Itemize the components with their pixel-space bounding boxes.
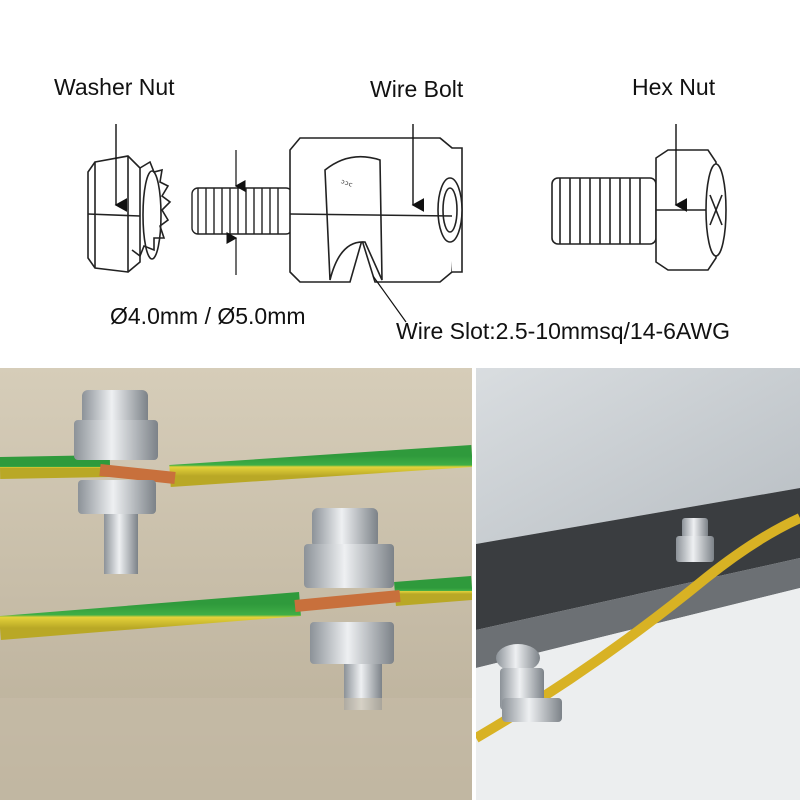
wire-bolt-label: Wire Bolt [370, 76, 464, 102]
diameter-label: Ø4.0mm / Ø5.0mm [110, 303, 306, 329]
hex-nut-drawing [551, 149, 727, 271]
wire-slot-pointer [372, 275, 407, 323]
wire-bolt-drawing: ᵓᵓᶜ [289, 137, 463, 283]
bolt-thread-drawing [191, 187, 293, 235]
svg-text:ᵓᵓᶜ: ᵓᵓᶜ [338, 177, 354, 193]
washer-nut-label: Washer Nut [54, 74, 175, 100]
hex-nut-label: Hex Nut [632, 74, 716, 100]
product-photo-wires [0, 368, 472, 800]
diagram-drawing: ᵓᵓᶜ [87, 124, 727, 323]
washer-nut-drawing [87, 155, 172, 273]
product-photo-panel [476, 368, 800, 800]
wire-slot-label: Wire Slot:2.5-10mmsq/14-6AWG [396, 318, 731, 344]
